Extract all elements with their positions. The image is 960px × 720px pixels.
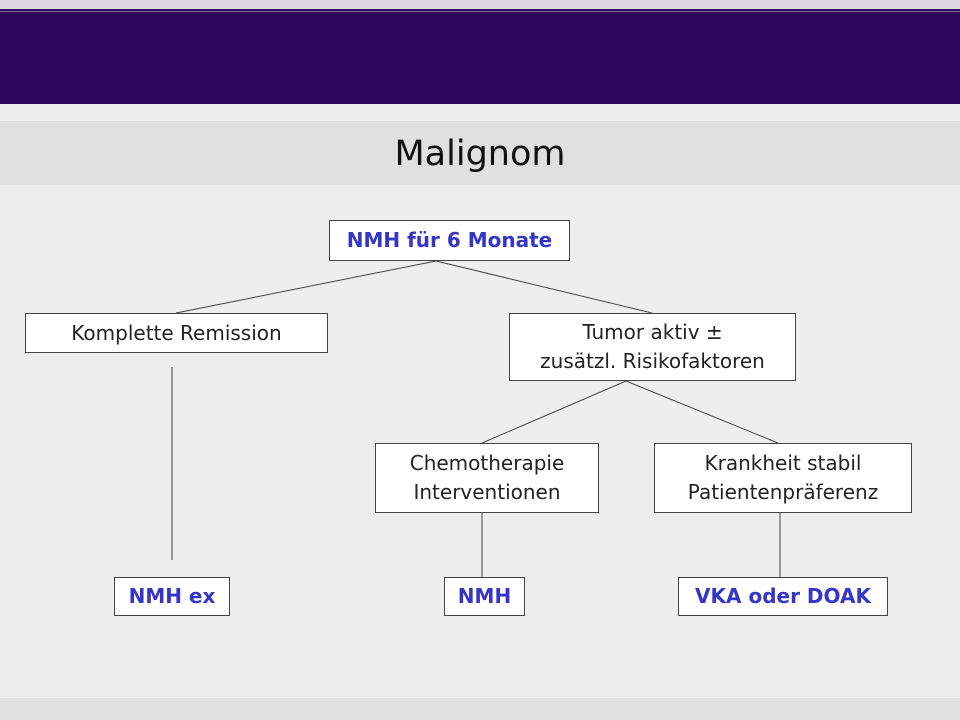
footer-band <box>0 698 960 720</box>
connector-root-tumor <box>435 260 653 314</box>
node-remission: Komplette Remission <box>25 313 328 353</box>
node-tumor-label: Tumor aktiv ± zusätzl. Risikofaktoren <box>540 320 765 373</box>
connector-tumor-stable <box>625 380 779 444</box>
node-stable-label: Krankheit stabil Patientenpräferenz <box>687 451 879 504</box>
node-vka-doak-label: VKA oder DOAK <box>695 584 871 608</box>
node-chemo: Chemotherapie Interventionen <box>375 443 599 513</box>
node-vka-doak: VKA oder DOAK <box>678 577 888 616</box>
slide-title: Malignom <box>394 134 566 174</box>
node-root: NMH für 6 Monate <box>329 220 570 261</box>
node-stable: Krankheit stabil Patientenpräferenz <box>654 443 912 513</box>
node-chemo-label: Chemotherapie Interventionen <box>409 451 565 504</box>
header-bar <box>0 0 960 104</box>
node-nmh-label: NMH <box>457 584 512 608</box>
connector-root-remission <box>175 260 437 314</box>
node-nmh: NMH <box>444 577 525 616</box>
title-band: Malignom <box>0 120 960 185</box>
node-tumor: Tumor aktiv ± zusätzl. Risikofaktoren <box>509 313 796 381</box>
node-nmh-ex-label: NMH ex <box>128 584 216 608</box>
connector-tumor-chemo <box>481 380 627 444</box>
node-root-label: NMH für 6 Monate <box>346 228 553 252</box>
node-nmh-ex: NMH ex <box>114 577 230 616</box>
node-remission-label: Komplette Remission <box>71 320 282 345</box>
